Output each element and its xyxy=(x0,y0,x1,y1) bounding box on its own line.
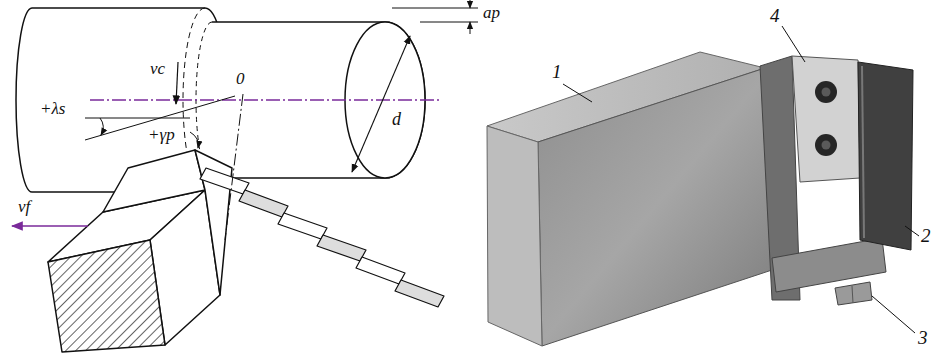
screw-socket xyxy=(822,88,831,97)
diameter-arrow xyxy=(352,36,410,172)
label-text: vf xyxy=(18,197,30,216)
shank-end xyxy=(487,126,542,346)
leader-line xyxy=(872,296,915,333)
velocity-symbol: vf xyxy=(18,198,30,217)
feed-arrow xyxy=(12,225,88,227)
adjusting-screw xyxy=(835,282,872,305)
leader-line xyxy=(563,84,592,102)
chip-segment xyxy=(200,168,249,194)
angle-symbol: +λs xyxy=(40,100,65,119)
shank-side xyxy=(538,68,772,346)
chip-segment xyxy=(278,213,327,239)
label-text: 4 xyxy=(770,5,780,26)
leader-line xyxy=(782,26,805,62)
callout-number: 2 xyxy=(921,226,931,247)
blade xyxy=(858,62,913,250)
label-text: vc xyxy=(150,59,165,78)
leader-lines xyxy=(563,26,919,333)
label-text: 1 xyxy=(552,61,562,82)
shank-section xyxy=(48,240,165,352)
dimension-symbol: d xyxy=(392,110,401,130)
label-text: ap xyxy=(483,3,500,22)
leader-line xyxy=(905,226,919,236)
callout-number: 1 xyxy=(552,62,562,83)
center-line xyxy=(90,99,440,100)
label-text: +γp xyxy=(148,125,175,144)
screw-thread xyxy=(852,286,853,303)
normal-line xyxy=(225,94,243,240)
clamp xyxy=(792,56,860,182)
clamp-screw xyxy=(815,81,837,103)
clamp-screw xyxy=(815,134,837,156)
dimension-symbol: ap xyxy=(483,4,500,23)
callout-number: 4 xyxy=(770,6,780,27)
tool-photo xyxy=(487,52,913,346)
point-label: 0 xyxy=(236,70,245,89)
extension-line xyxy=(420,22,478,23)
angle-arc xyxy=(190,132,198,148)
label-text: d xyxy=(392,109,401,129)
extension-line xyxy=(392,8,478,9)
velocity-arrow xyxy=(176,62,178,104)
rake-face xyxy=(103,150,205,212)
label-text: 3 xyxy=(918,327,928,348)
chip-segment xyxy=(239,190,288,217)
chip-segment xyxy=(356,257,405,284)
dimension-arrow xyxy=(470,22,471,34)
blade-edge xyxy=(862,66,864,238)
angle-symbol: +γp xyxy=(148,126,175,145)
chip xyxy=(200,168,444,307)
dimension-arrow xyxy=(470,0,471,8)
callout-number: 3 xyxy=(918,328,928,349)
label-text: 2 xyxy=(921,225,931,246)
label-text: 0 xyxy=(236,69,245,88)
chip-segment xyxy=(395,280,444,307)
chip-segment xyxy=(317,235,366,261)
screw-socket xyxy=(822,141,831,150)
label-text: +λs xyxy=(40,99,65,118)
velocity-symbol: vc xyxy=(150,60,165,79)
angle-arc xyxy=(100,118,103,135)
